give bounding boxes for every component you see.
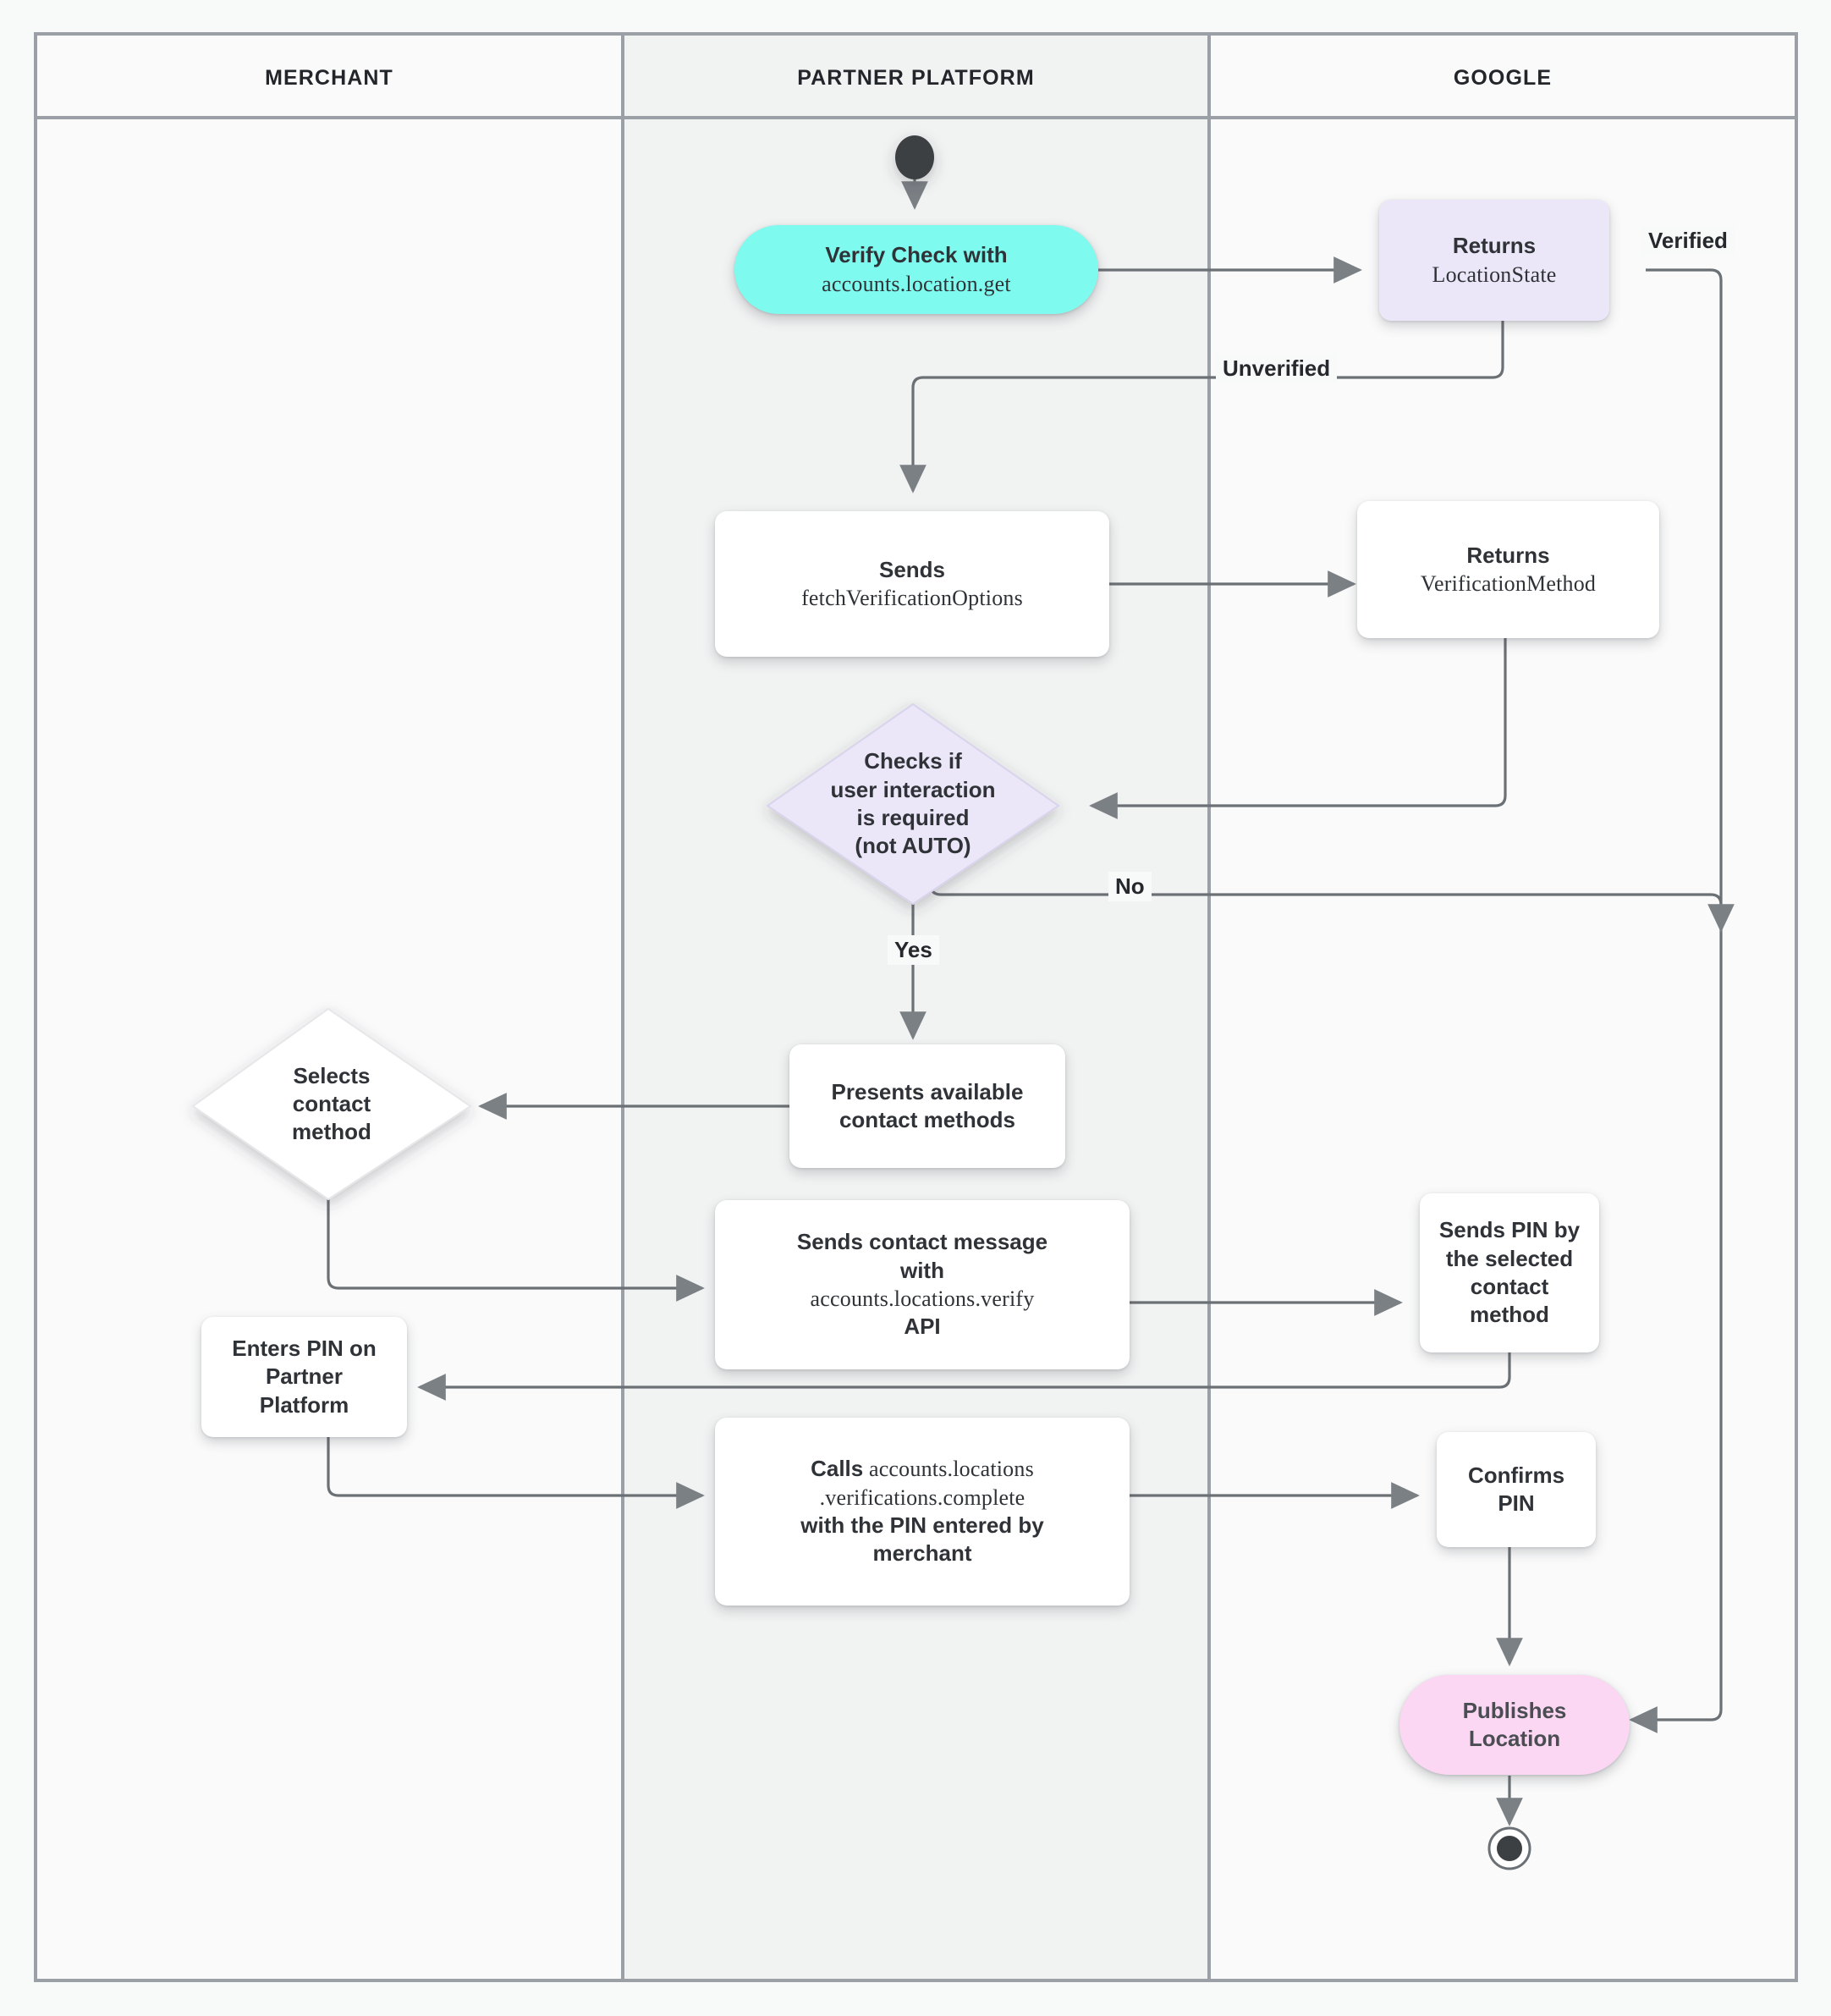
calls-line4: merchant [872, 1540, 972, 1567]
node-presents-contact-methods[interactable]: Presents available contact methods [789, 1044, 1065, 1168]
lane-header-merchant: MERCHANT [265, 66, 393, 90]
edge-selects-to-sendsmessage [327, 1196, 705, 1302]
calls-line1-mono: accounts.locations [863, 1457, 1034, 1482]
sends-pin-line4: method [1470, 1302, 1549, 1328]
node-sends-pin[interactable]: Sends PIN by the selected contact method [1420, 1193, 1599, 1352]
sends-pin-line2: the selected [1445, 1245, 1574, 1271]
sends-contact-line4: API [904, 1314, 941, 1340]
lane-header-google: GOOGLE [1453, 66, 1553, 90]
calls-line1-bold: Calls [811, 1456, 864, 1482]
calls-line3: with the PIN entered by [800, 1512, 1044, 1538]
sends-contact-line1: Sends contact message [796, 1229, 1048, 1255]
edge-label-verified: Verified [1641, 226, 1735, 256]
confirms-pin-line1: Confirms [1467, 1462, 1565, 1488]
sends-pin-line3: contact [1470, 1274, 1549, 1299]
node-sends-fetchverificationoptions[interactable]: Sends fetchVerificationOptions [715, 511, 1109, 657]
node-returns-verificationmethod[interactable]: Returns VerificationMethod [1357, 501, 1659, 638]
edge-enterspin-to-calls [327, 1437, 705, 1509]
sends-pin-line1: Sends PIN by [1438, 1217, 1581, 1243]
checks-line2: user interaction [830, 776, 996, 802]
edge-verified [1629, 268, 1723, 1733]
publishes-line2: Location [1468, 1726, 1561, 1751]
checks-line3: is required [856, 805, 970, 830]
node-checks-user-interaction[interactable]: Checks if user interaction is required (… [767, 704, 1058, 904]
selects-line1: Selects [293, 1062, 371, 1088]
calls-line2: .verifications.complete [819, 1484, 1025, 1510]
enters-pin-line1: Enters PIN on [232, 1336, 377, 1362]
returns-locationstate-line1: Returns [1452, 233, 1537, 259]
shape-layer [191, 135, 1531, 1870]
returns-verificationmethod-line2: VerificationMethod [1420, 571, 1597, 596]
presents-line2: contact methods [839, 1107, 1015, 1132]
confirms-pin-line2: PIN [1498, 1490, 1535, 1516]
selects-line2: contact [292, 1090, 371, 1116]
node-sends-contact-message[interactable]: Sends contact message with accounts.loca… [715, 1200, 1130, 1369]
presents-line1: Presents available [831, 1078, 1024, 1104]
node-enters-pin[interactable]: Enters PIN on Partner Platform [201, 1317, 407, 1437]
edge-verificationmethod-to-checks [1089, 635, 1507, 819]
verify-check-line1: Verify Check with [825, 242, 1008, 268]
checks-line4: (not AUTO) [855, 833, 971, 859]
publishes-line1: Publishes [1462, 1697, 1567, 1723]
enters-pin-line3: Platform [259, 1391, 349, 1418]
node-calls-verifications-complete[interactable]: Calls accounts.locations .verifications.… [715, 1418, 1130, 1606]
returns-locationstate-line2: LocationState [1432, 262, 1557, 287]
edge-label-no: No [1108, 872, 1152, 901]
sends-fetch-line1: Sends [878, 556, 946, 582]
sends-contact-line3: accounts.locations.verify [810, 1286, 1035, 1311]
edge-unverified [899, 321, 1504, 493]
checks-line1: Checks if [864, 748, 962, 774]
end-node-inner [1497, 1836, 1522, 1861]
end-node-outer [1487, 1826, 1531, 1870]
edge-label-unverified: Unverified [1216, 354, 1338, 383]
node-publishes-location[interactable]: Publishes Location [1399, 1675, 1630, 1775]
node-verify-check[interactable]: Verify Check with accounts.location.get [734, 225, 1098, 314]
node-selects-contact-method[interactable]: Selects contact method [193, 1009, 470, 1199]
lane-header-partner: PARTNER PLATFORM [797, 66, 1035, 90]
sends-fetch-line2: fetchVerificationOptions [801, 586, 1023, 610]
sends-contact-line2: with [899, 1257, 944, 1283]
selects-line3: method [292, 1119, 371, 1145]
node-returns-locationstate[interactable]: Returns LocationState [1379, 200, 1609, 321]
returns-verificationmethod-line1: Returns [1466, 542, 1550, 568]
start-node-shape [895, 135, 934, 179]
verify-check-line2: accounts.location.get [822, 271, 1011, 296]
enters-pin-line2: Partner [265, 1363, 344, 1390]
node-confirms-pin[interactable]: Confirms PIN [1437, 1432, 1596, 1547]
edge-label-yes: Yes [888, 935, 939, 965]
